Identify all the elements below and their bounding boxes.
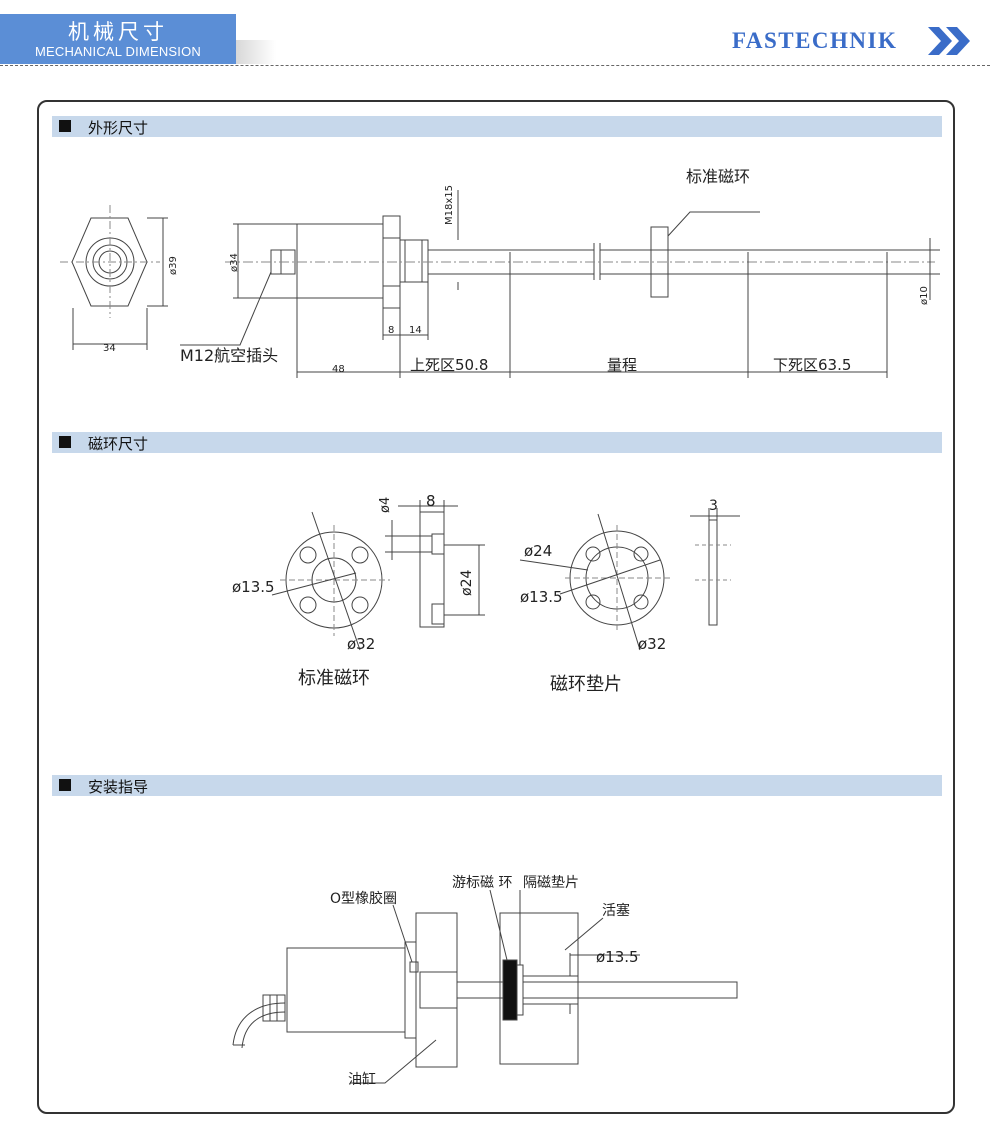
std-dim-d135: ø13.5 bbox=[232, 578, 275, 596]
piston-label: 活塞 bbox=[602, 902, 630, 919]
section-bar-outline: 外形尺寸 bbox=[52, 116, 942, 137]
cylinder-flange bbox=[415, 912, 458, 1068]
header-divider bbox=[0, 65, 990, 66]
dead-zone-bottom: 下死区63.5 bbox=[773, 356, 851, 374]
square-bullet-icon bbox=[59, 120, 71, 132]
dim-48: 48 bbox=[332, 364, 345, 375]
magnet-pad-side bbox=[690, 508, 740, 626]
dim-14: 14 bbox=[409, 325, 422, 336]
std-dim-d24: ø24 bbox=[459, 570, 475, 596]
std-dim-w8: 8 bbox=[426, 492, 436, 510]
section-title: 外形尺寸 bbox=[88, 119, 149, 137]
dim-thread: M18x15 bbox=[444, 185, 455, 225]
sensor-housing bbox=[286, 947, 406, 1033]
connector-label: M12航空插头 bbox=[180, 346, 278, 365]
std-magnet-label: 标准磁环 bbox=[298, 668, 370, 689]
header-banner-shadow bbox=[236, 40, 276, 64]
outline-drawing bbox=[60, 190, 940, 378]
standard-magnet-front bbox=[271, 511, 390, 651]
outline-labels: 34 ø39 ø34 M18x15 8 14 48 ø10 M12航空插头 标准… bbox=[103, 167, 930, 375]
pad-dim-d24: ø24 bbox=[524, 542, 552, 560]
header-banner bbox=[0, 14, 236, 64]
cable-gland bbox=[262, 994, 286, 1022]
o-ring bbox=[409, 961, 419, 973]
pad-dim-d135: ø13.5 bbox=[520, 588, 563, 606]
dim-hex-dia: ø39 bbox=[168, 256, 179, 275]
dim-body-dia: ø34 bbox=[229, 253, 240, 272]
magnet-ring-side bbox=[650, 226, 669, 298]
section-bar-install: 安装指导 bbox=[52, 775, 942, 796]
pad-dim-w3: 3 bbox=[709, 498, 718, 514]
magnet-label: 标准磁环 bbox=[686, 167, 750, 186]
install-dia-label: ø13.5 bbox=[596, 948, 639, 966]
dim-hex-width: 34 bbox=[103, 343, 116, 354]
section-title: 磁环尺寸 bbox=[88, 435, 149, 453]
dim-8: 8 bbox=[388, 325, 394, 336]
magnet-pad-front bbox=[519, 513, 670, 651]
square-bullet-icon bbox=[59, 436, 71, 448]
magnet-labels: ø4 8 ø24 ø13.5 ø32 标准磁环 ø24 ø13.5 ø32 3 … bbox=[232, 492, 718, 695]
standard-magnet-side bbox=[385, 500, 485, 628]
oring-label: O型橡胶圈 bbox=[330, 890, 397, 907]
sensor-body bbox=[296, 223, 384, 299]
install-labels: O型橡胶圈 游标磁 环 隔磁垫片 活塞 ø13.5 油缸 bbox=[330, 875, 639, 1088]
std-dim-d4: ø4 bbox=[378, 497, 393, 513]
dim-rod-dia: ø10 bbox=[919, 286, 930, 305]
content-frame bbox=[37, 100, 955, 1114]
install-drawing bbox=[232, 889, 738, 1084]
section-bar-magnet: 磁环尺寸 bbox=[52, 432, 942, 453]
cylinder-label: 油缸 bbox=[348, 1071, 376, 1088]
std-dim-d32: ø32 bbox=[347, 635, 375, 653]
cursor-magnet bbox=[502, 959, 518, 1021]
header-title: 机械尺寸 bbox=[68, 20, 168, 44]
cursor-label: 游标磁 环 bbox=[452, 875, 512, 891]
cable bbox=[232, 1002, 286, 1049]
pad-dim-d32: ø32 bbox=[638, 635, 666, 653]
dead-zone-top: 上死区50.8 bbox=[410, 356, 488, 374]
piston bbox=[499, 912, 579, 1065]
isolation-pad bbox=[516, 964, 524, 1016]
header-subtitle: MECHANICAL DIMENSION bbox=[34, 44, 202, 59]
pad-label: 磁环垫片 bbox=[550, 674, 622, 695]
sensor-rod bbox=[456, 981, 738, 999]
thread-section bbox=[399, 239, 429, 283]
brand-logo: FASTECHNIK bbox=[732, 28, 898, 53]
square-bullet-icon bbox=[59, 779, 71, 791]
pad-label-install: 隔磁垫片 bbox=[523, 875, 579, 891]
stroke-label: 量程 bbox=[607, 356, 637, 374]
section-title: 安装指导 bbox=[88, 778, 149, 796]
